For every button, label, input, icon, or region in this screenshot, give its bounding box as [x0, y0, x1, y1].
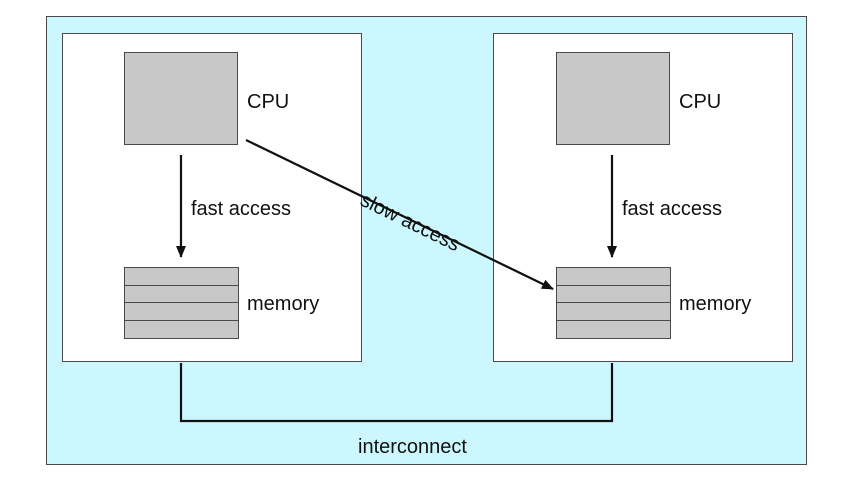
memory-row	[557, 303, 670, 321]
cpu-label-left: CPU	[247, 91, 290, 113]
memory-row	[557, 320, 670, 338]
fast-access-label-right: fast access	[622, 198, 723, 220]
interconnect-line	[179, 363, 614, 423]
memory-block-left	[124, 267, 239, 339]
memory-block-right	[556, 267, 671, 339]
memory-row	[557, 268, 670, 286]
cpu-label-right: CPU	[679, 91, 722, 113]
memory-row	[125, 320, 238, 338]
cpu-box-left	[124, 52, 238, 145]
memory-row	[125, 303, 238, 321]
cpu-box-right	[556, 52, 670, 145]
memory-label-left: memory	[247, 293, 320, 315]
interconnect-label: interconnect	[358, 436, 467, 458]
memory-row	[125, 285, 238, 303]
fast-access-label-left: fast access	[191, 198, 292, 220]
slow-access-arrow	[245, 139, 554, 290]
memory-row	[557, 285, 670, 303]
memory-label-right: memory	[679, 293, 752, 315]
memory-row	[125, 268, 238, 286]
